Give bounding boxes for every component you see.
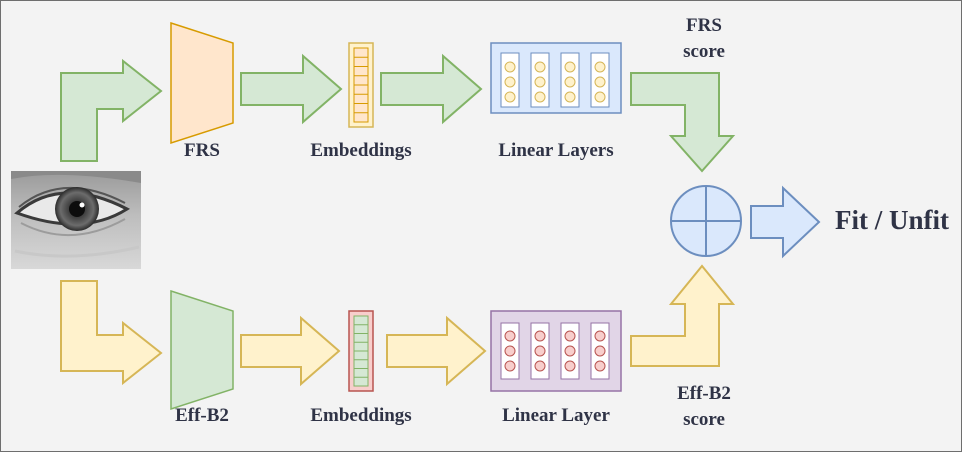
bottom-arrow-embeddings-to-layer xyxy=(386,315,487,387)
effb2-backbone-block xyxy=(170,289,234,411)
frs-score-label-line1: FRS xyxy=(686,15,722,36)
sum-node-icon xyxy=(670,185,742,257)
frs-label: FRS xyxy=(184,140,220,161)
bottom-embedding-vector xyxy=(348,310,374,392)
bottom-arrow-effb2-to-embeddings xyxy=(240,315,341,387)
output-arrow xyxy=(750,185,821,259)
frs-score-label-line2: score xyxy=(683,41,725,62)
effb2-score-label-line1: Eff-B2 xyxy=(677,383,731,404)
bottom-linear-layer-block xyxy=(490,310,622,392)
eye-image xyxy=(11,171,141,269)
top-linear-layers-block xyxy=(490,42,622,114)
frs-backbone-block xyxy=(170,21,234,145)
bottom-embeddings-label: Embeddings xyxy=(310,405,412,426)
top-embedding-vector xyxy=(348,42,374,128)
top-linear-layers-label: Linear Layers xyxy=(498,140,614,161)
effb2-score-label-line2: score xyxy=(683,409,725,430)
top-embeddings-label: Embeddings xyxy=(310,140,412,161)
bottom-elbow-arrow xyxy=(60,280,163,386)
effb2-label: Eff-B2 xyxy=(175,405,229,426)
top-elbow-arrow xyxy=(60,58,163,162)
top-arrow-embeddings-to-layers xyxy=(380,53,483,125)
top-arrow-layers-to-sum xyxy=(630,72,736,173)
top-arrow-frs-to-embeddings xyxy=(240,53,343,125)
bottom-linear-layer-label: Linear Layer xyxy=(502,405,610,426)
bottom-arrow-layer-to-sum xyxy=(630,264,736,367)
fit-unfit-output-label: Fit / Unfit xyxy=(835,205,949,235)
